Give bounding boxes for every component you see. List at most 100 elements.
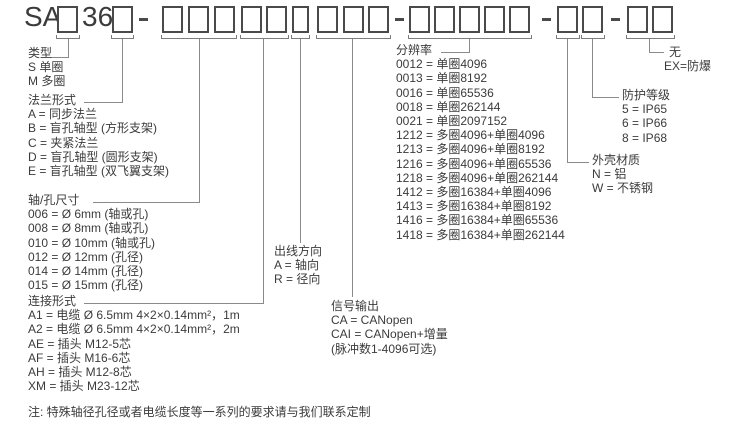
list-item: 6 = IP66 — [622, 116, 668, 131]
section-connection-label: 连接形式 — [28, 294, 77, 308]
list-item: CA = CANopen — [331, 313, 413, 328]
list-item: 1413 = 多圈16384+单圈8192 — [396, 199, 552, 214]
list-item: CAI = CANopen+增量 — [331, 327, 448, 342]
list-item: 1218 = 多圈4096+单圈262144 — [396, 170, 559, 185]
list-item: 1418 = 多圈16384+单圈262144 — [396, 227, 565, 242]
bracket-type — [56, 35, 80, 39]
list-item: A = 轴向 — [274, 258, 320, 273]
section-signal-label: 信号输出 — [331, 299, 380, 313]
section-shaft: 轴/孔尺寸 006 = Ø 6mm (轴或孔)008 = Ø 8mm (轴或孔)… — [28, 193, 155, 292]
section-type-label: 类型 — [28, 46, 53, 60]
code-prefix: SA — [24, 1, 62, 32]
footnote: 注: 特殊轴径孔径或者电缆长度等一系列的要求请与我们联系定制 — [28, 405, 371, 419]
line-signal-v — [352, 39, 353, 297]
list-item: AE = 插头 M12-5芯 — [28, 336, 132, 351]
line-resolution-v — [469, 39, 470, 53]
list-item: 1216 = 多圈4096+单圈65536 — [396, 156, 552, 171]
line-type-h — [50, 57, 69, 58]
code-box-signal-1 — [317, 6, 338, 33]
list-item: 0021 = 单圈2097152 — [396, 114, 508, 129]
code-box-resolution-4 — [484, 6, 505, 33]
bracket-protection — [581, 35, 605, 39]
line-type-v — [68, 39, 69, 57]
line-flange-v — [122, 39, 123, 103]
list-item: (脉冲数1-4096可选) — [331, 341, 437, 356]
section-resolution-label: 分辨率 — [396, 43, 433, 57]
section-explosion-label: 无 — [669, 45, 682, 59]
code-box-housing — [557, 6, 578, 33]
list-item: 006 = Ø 6mm (轴或孔) — [28, 207, 149, 222]
list-item: C = 夹紧法兰 — [28, 135, 99, 150]
line-flange-h — [84, 102, 123, 103]
list-item: N = 铝 — [592, 167, 627, 182]
code-box-resolution-2 — [434, 6, 455, 33]
code-mid: 36 — [82, 1, 114, 32]
bracket-connection — [240, 35, 289, 39]
list-item: 8 = IP68 — [622, 130, 668, 145]
list-item: A = 同步法兰 — [28, 107, 98, 122]
list-item: 012 = Ø 12mm (孔径) — [28, 249, 144, 264]
line-housing-v — [567, 39, 568, 163]
code-box-shaft-2 — [188, 6, 209, 33]
list-item: A1 = 电缆 Ø 6.5mm 4×2×0.14mm²，1m — [28, 308, 240, 323]
line-housing-h — [567, 162, 589, 163]
list-item: B = 盲孔轴型 (方形支架) — [28, 121, 158, 136]
list-item: AH = 插头 M12-8芯 — [28, 365, 132, 380]
code-box-signal-3 — [368, 6, 389, 33]
code-box-explosion-2 — [652, 6, 673, 33]
list-item: EX=防爆 — [664, 59, 712, 74]
list-item: 0018 = 单圈262144 — [396, 99, 501, 114]
section-protection-label: 防护等级 — [622, 88, 671, 102]
line-connection-v — [263, 39, 264, 304]
list-item: M 多圈 — [28, 74, 66, 89]
code-box-type — [57, 6, 78, 33]
section-outlet-label: 出线方向 — [274, 244, 323, 258]
list-item: A2 = 电缆 Ø 6.5mm 4×2×0.14mm²，2m — [28, 322, 240, 337]
list-item: S 单圈 — [28, 60, 64, 75]
code-dash-2 — [395, 18, 404, 21]
code-box-shaft-1 — [162, 6, 183, 33]
bracket-resolution — [408, 35, 532, 39]
line-protection-v — [592, 39, 593, 98]
line-explosion-h — [649, 52, 664, 53]
list-item: 1212 = 多圈4096+单圈4096 — [396, 128, 545, 143]
section-housing-label: 外壳材质 — [592, 153, 641, 167]
list-item: 1416 = 多圈16384+单圈65536 — [396, 213, 559, 228]
list-item: R = 径向 — [274, 272, 321, 287]
section-shaft-label: 轴/孔尺寸 — [28, 193, 80, 207]
list-item: 1412 = 多圈16384+单圈4096 — [396, 185, 552, 200]
list-item: 1213 = 多圈4096+单圈8192 — [396, 142, 545, 157]
bracket-flange — [111, 35, 134, 39]
list-item: 010 = Ø 10mm (轴或孔) — [28, 235, 156, 250]
line-outlet-v — [300, 39, 301, 243]
line-shaft-v — [199, 39, 200, 203]
bracket-outlet — [291, 35, 310, 39]
line-resolution-h — [441, 52, 470, 53]
code-box-protection — [582, 6, 603, 33]
section-explosion: 无 EX=防爆 — [664, 45, 711, 73]
line-protection-h — [592, 97, 619, 98]
list-item: 014 = Ø 14mm (孔径) — [28, 264, 144, 279]
section-shaft-items: 006 = Ø 6mm (轴或孔)008 = Ø 8mm (轴或孔)010 = … — [28, 207, 155, 292]
code-box-resolution-3 — [459, 6, 480, 33]
code-dash-3 — [542, 18, 551, 21]
list-item: 0016 = 单圈65536 — [396, 85, 494, 100]
list-item: 5 = IP65 — [622, 102, 668, 117]
code-dash-1 — [139, 18, 148, 21]
code-box-resolution-5 — [509, 6, 530, 33]
list-item: E = 盲孔轴型 (双飞翼支架) — [28, 164, 170, 179]
list-item: XM = 插头 M23-12芯 — [28, 379, 140, 394]
